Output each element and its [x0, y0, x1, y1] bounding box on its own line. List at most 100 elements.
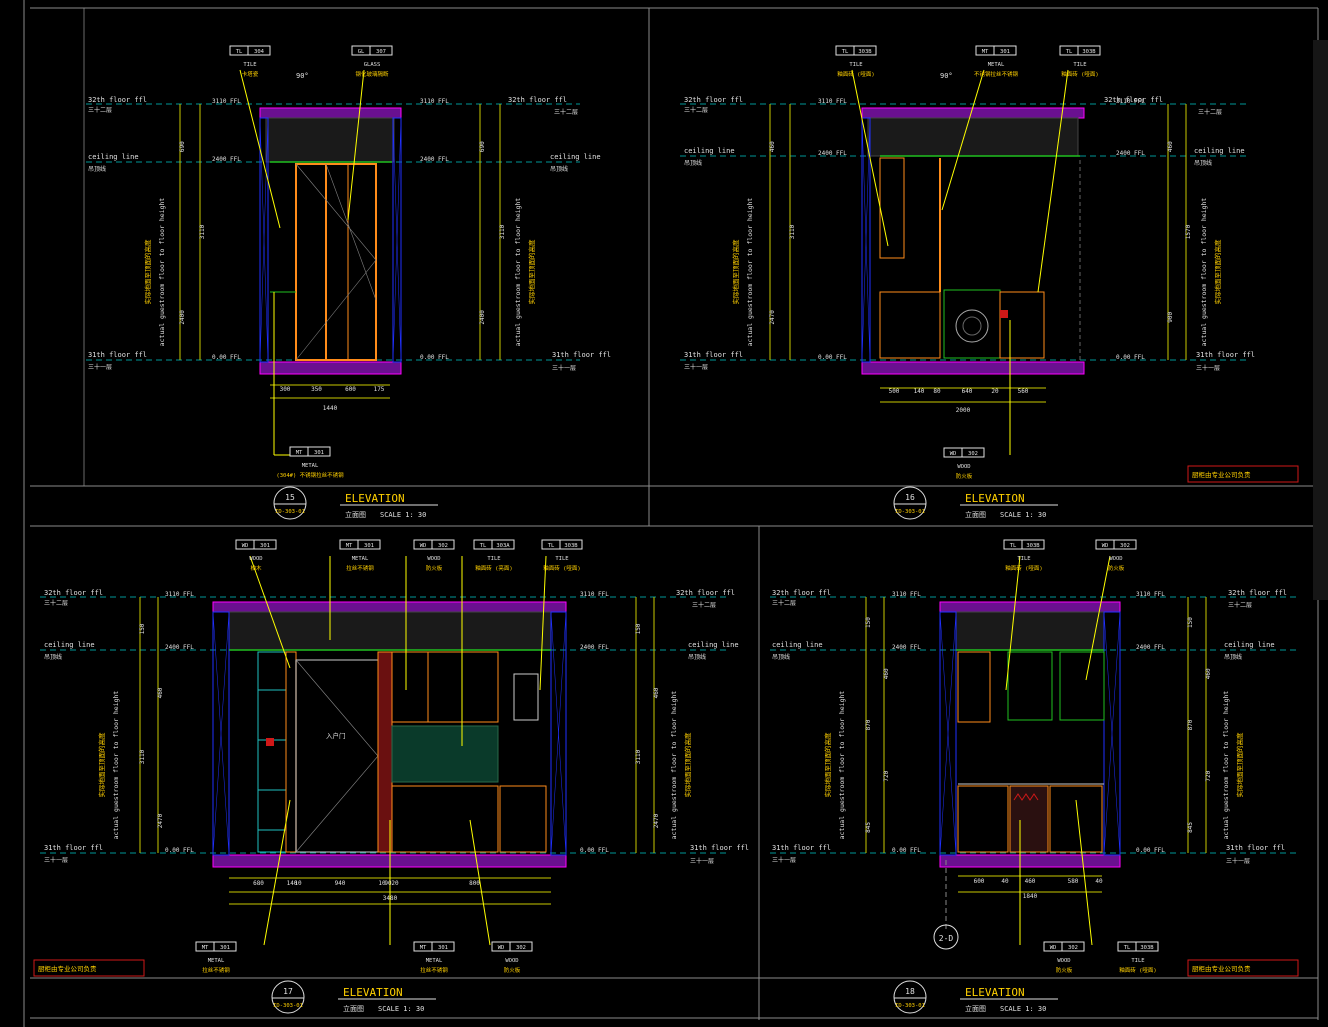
panel-17-tag-bottom-num: 301 — [220, 945, 230, 951]
panel-18-tag-top-code: TL — [1010, 543, 1017, 549]
panel-17-level-mark: 0.00 FFL — [165, 847, 194, 854]
panel-18-floor31-label-right: 31th floor ffl — [1226, 844, 1285, 852]
panel-17-tag-top-code: WD — [242, 543, 249, 549]
panel-15-tag-top-cn: 钢化玻璃隔断 — [355, 70, 389, 78]
panel-18-height-right: 870 — [1187, 719, 1194, 730]
panel-15-title: ELEVATION — [345, 492, 405, 505]
panel-17-note: 厨柜由专业公司负责 — [38, 964, 97, 973]
panel-15-ceiling-label-right: ceiling line — [550, 153, 601, 161]
panel-17-floor31-cn-right: 三十一层 — [690, 857, 714, 865]
panel-16-floor31-cn-right: 三十一层 — [1196, 364, 1220, 372]
panel-15-level-mark: 0.00 FFL — [420, 354, 449, 361]
panel-16-number: 16 — [905, 493, 915, 502]
panel-17-tag-top-box — [357, 539, 381, 550]
panel-17-title-bubble — [271, 980, 305, 1014]
panel-16-title: ELEVATION — [965, 492, 1025, 505]
panel-16-dim-value: 140 — [914, 388, 925, 395]
panel-18-level-mark: 2400 FFL — [1136, 644, 1165, 651]
panel-16-tag-bottom-cn: 防火板 — [956, 472, 973, 480]
panel-18-tag-top-num: 302 — [1120, 543, 1130, 549]
panel-16-dim-value: 20 — [991, 388, 999, 395]
panel-15-tag-bottom-box — [307, 446, 331, 457]
panel-17-tag-top-material: METAL — [352, 556, 369, 562]
panel-16-level-mark: 2400 FFL — [1116, 150, 1145, 157]
panel-15-floor31-cn: 三十一层 — [88, 363, 112, 371]
panel-18-ceiling-label-right: ceiling line — [1224, 641, 1275, 649]
panel-15-dim-value: 300 — [280, 386, 291, 393]
panel-15-tag-top-box — [369, 45, 393, 56]
panel-17-floor31-cn: 三十一层 — [44, 856, 68, 864]
panel-17-tag-bottom-code: WD — [498, 945, 505, 951]
panel-16-ceiling-cn-right: 吊顶线 — [1194, 159, 1212, 167]
panel-16-title-bubble — [893, 486, 927, 520]
panel-15-height-right: 690 — [479, 141, 486, 152]
panel-17-dim-value: 10 — [294, 880, 302, 887]
panel-17-tag-bottom-cn: 拉丝不锈钢 — [202, 966, 230, 974]
panel-17-tag-top-box — [431, 539, 455, 550]
panel-17-tag-bottom-num: 302 — [516, 945, 526, 951]
panel-17-tag-bottom-box — [509, 941, 533, 952]
panel-16-tag-top-box — [1077, 45, 1101, 56]
panel-16-height-left: 3110 — [789, 224, 796, 239]
panel-18-level-mark: 0.00 FFL — [892, 847, 921, 854]
panel-17-tag-top-num: 301 — [364, 543, 374, 549]
panel-16-height-en-left: actual guestroom floor to floor height — [746, 198, 754, 347]
panel-17-floor31-label: 31th floor ffl — [44, 844, 103, 852]
panel-16-floor32-cn-right: 三十二层 — [1198, 108, 1222, 116]
panel-16-dim-value: 560 — [1018, 388, 1029, 395]
panel-17-subtitle: 立面图 — [343, 1004, 364, 1013]
panel-16-subtitle: 立面图 — [965, 510, 986, 519]
panel-18-height-left: 870 — [865, 719, 872, 730]
panel-15-dim-value: 350 — [311, 386, 322, 393]
panel-17-dim-value: 140 — [287, 880, 298, 887]
panel-16-tag-bottom-num: 302 — [968, 451, 978, 457]
panel-16-height-right: 900 — [1167, 312, 1174, 323]
panel-17-tag-bottom-material: WOOD — [505, 958, 518, 964]
panel-16-height-right: 1570 — [1185, 224, 1192, 239]
panel-16-tag-top-cn: 釉面砖 (哑面) — [1061, 70, 1098, 78]
panel-16-floor32-label-right: 32th floor ffl — [1104, 96, 1163, 104]
panel-16-height-cn-right: 实际地面至顶面的高度 — [1213, 239, 1222, 305]
panel-17-tag-top-cn: 拉丝不锈钢 — [346, 564, 374, 572]
panel-15-floor31-label-right: 31th floor ffl — [552, 351, 611, 359]
panel-16-ceiling-cn: 吊顶线 — [684, 159, 702, 167]
elevation-18 — [770, 555, 1300, 946]
panel-18-dim-value: 580 — [1068, 878, 1079, 885]
panel-16-tag-top-code: TL — [1066, 49, 1073, 55]
panel-15-floor32-label-right: 32th floor ffl — [508, 96, 567, 104]
panel-18-ceiling-label: ceiling line — [772, 641, 823, 649]
elevation-17 — [40, 555, 730, 946]
panel-15-tag-top-material: TILE — [243, 62, 256, 68]
panel-17-tag-top-box — [253, 539, 277, 550]
panel-15-ceiling-label: ceiling line — [88, 153, 139, 161]
panel-17-height-right: 3110 — [635, 749, 642, 764]
panel-18-level-mark: 3110 FFL — [892, 591, 921, 598]
panel-16-height-left: 460 — [769, 141, 776, 152]
panel-15-tag-bottom-material: METAL — [302, 463, 319, 469]
panel-18-title-bubble — [893, 980, 927, 1014]
panel-17-tag-top-material: WOOD — [249, 556, 262, 562]
panel-18-ceiling-cn-right: 吊顶线 — [1224, 653, 1242, 661]
panel-15-floor32-label: 32th floor ffl — [88, 96, 147, 104]
panel-18-section-label: 2-D — [939, 934, 954, 943]
panel-16-tag-bottom-box — [961, 447, 985, 458]
panel-15-scale: SCALE 1: 30 — [380, 511, 426, 519]
panel-17-tag-bottom-cn: 防火板 — [504, 966, 521, 974]
panel-15-tag-top-material: GLASS — [364, 62, 381, 68]
panel-16-floor31-cn: 三十一层 — [684, 363, 708, 371]
panel-17-height-left: 150 — [139, 623, 146, 634]
panel-17-dim-total: 3480 — [383, 895, 398, 902]
panel-17-door-label: 入户门 — [326, 731, 346, 740]
panel-17-tag-top-num: 301 — [260, 543, 270, 549]
panel-16-level-mark: 0.00 FFL — [1116, 354, 1145, 361]
panel-15-height-cn-right: 实际地面至顶面的高度 — [527, 239, 536, 305]
panel-15-floor31-cn-right: 三十一层 — [552, 364, 576, 372]
elevation-15 — [86, 69, 580, 456]
panel-16-tag-bottom-material: WOOD — [957, 464, 970, 470]
panel-15-ceiling-cn-right: 吊顶线 — [550, 165, 568, 173]
panel-15-dim-value: 600 — [345, 386, 356, 393]
panel-15-level-mark: 2400 FFL — [212, 156, 241, 163]
panel-18-height-left: 150 — [865, 617, 872, 628]
panel-18-floor32-label-right: 32th floor ffl — [1228, 589, 1287, 597]
